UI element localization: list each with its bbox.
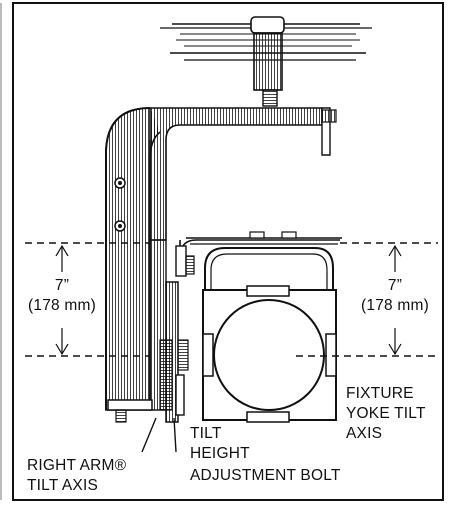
outer-frame (12, 2, 444, 501)
right-arm-bracket (105, 107, 337, 423)
pipe-clamp (250, 16, 285, 107)
fixture-top-rails (186, 231, 342, 245)
tilt-bolt-label-2: HEIGHT (190, 445, 250, 462)
fixture-yoke-inner (210, 253, 328, 290)
dimension-lines (25, 242, 438, 357)
right-dimension-metric: (178 mm) (361, 297, 429, 314)
tilt-bolt-label-3: ADJUSTMENT BOLT (190, 467, 341, 484)
left-dimension-imperial: 7” (54, 277, 70, 294)
tilt-mechanism (141, 239, 340, 453)
right-arm-label-1: RIGHT ARM® (27, 457, 127, 474)
left-dimension-metric: (178 mm) (28, 297, 96, 314)
fixture-axis-label-2: YOKE TILT (346, 405, 426, 422)
fixture-body (202, 285, 337, 423)
fixture-axis-label-1: FIXTURE (346, 385, 414, 402)
fixture-axis-label-3: AXIS (346, 425, 383, 442)
fixture-lens (213, 299, 325, 411)
right-dimension-arrows (388, 244, 402, 356)
tilt-bolt-label-1: TILT (190, 425, 222, 442)
left-dimension-arrows (55, 244, 69, 356)
right-dimension-imperial: 7” (387, 277, 403, 294)
fixture-yoke (204, 247, 334, 290)
right-arm-label-2: TILT AXIS (27, 477, 99, 494)
